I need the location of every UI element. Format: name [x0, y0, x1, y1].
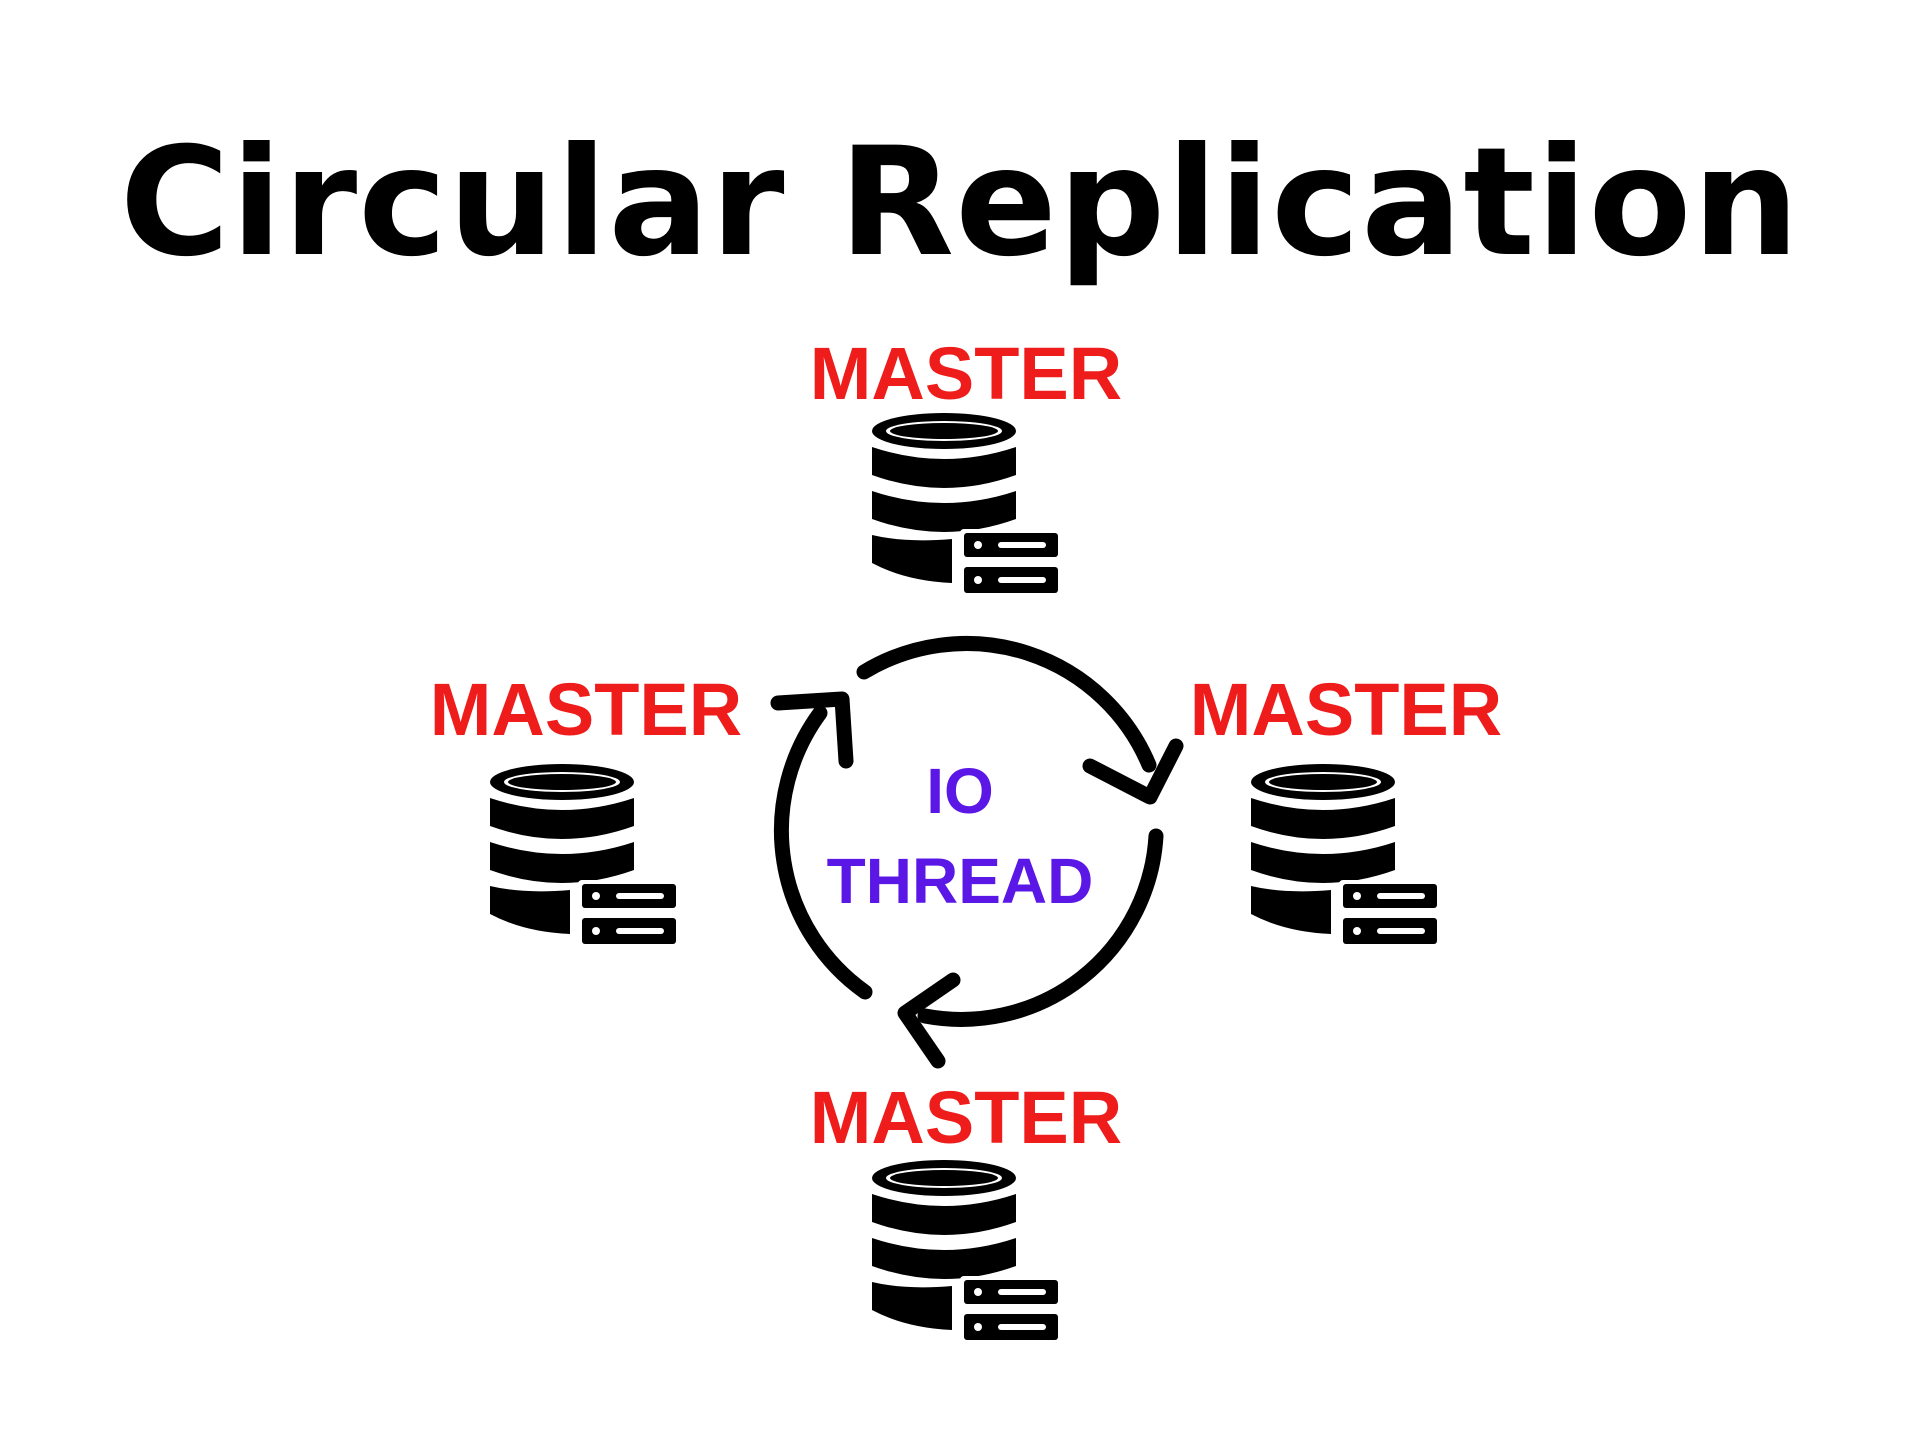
node-label-top: MASTER	[809, 332, 1123, 415]
database-server-icon	[866, 1152, 1066, 1352]
center-label-line2: THREAD	[826, 845, 1094, 917]
page-title: Circular Replication	[119, 116, 1801, 290]
circular-arrows-icon	[770, 636, 1184, 1069]
database-server-icon	[484, 756, 684, 956]
node-label-bottom: MASTER	[809, 1076, 1123, 1159]
database-server-icon	[866, 405, 1066, 605]
center-label-line1: IO	[926, 755, 994, 827]
database-server-icon	[1245, 756, 1445, 956]
node-label-right: MASTER	[1189, 668, 1503, 751]
node-label-left: MASTER	[429, 668, 743, 751]
